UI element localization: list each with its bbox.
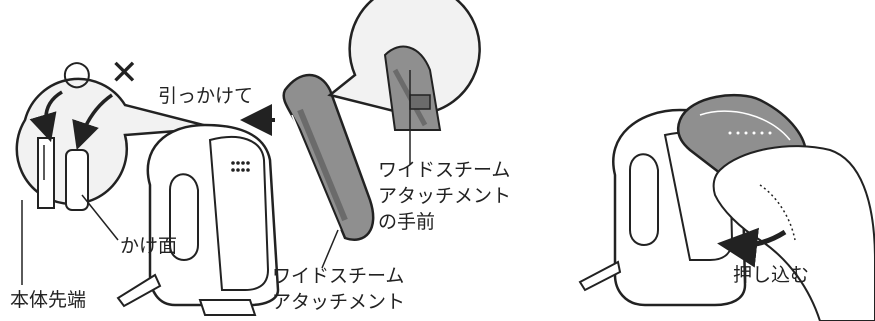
ng-symbol: ✕ <box>110 53 139 93</box>
label-body-tip: 本体先端 <box>10 289 87 311</box>
ok-symbol: ○ <box>62 53 92 93</box>
label-attachment-front-3: の手前 <box>378 211 436 233</box>
label-attachment-front-1: ワイドスチーム <box>378 159 511 181</box>
ok-ng-arrows <box>29 90 114 150</box>
steamer-body-left <box>116 123 280 316</box>
zoom-circle-attachment-front <box>327 0 481 165</box>
label-attachment-2: アタッチメント <box>272 291 406 313</box>
label-attachment-1: ワイドスチーム <box>272 265 405 287</box>
hand <box>712 145 875 321</box>
zoom-circle-body-tip <box>15 77 216 211</box>
push-arrow-icon <box>717 227 787 268</box>
leader-hook-surface <box>81 194 119 241</box>
label-hook-surface: かけ面 <box>120 235 178 257</box>
wide-steam-attachment <box>282 73 375 269</box>
label-hook-on: 引っかけて <box>158 85 254 107</box>
label-push-in: 押し込む <box>733 264 810 286</box>
label-attachment-front-2: アタッチメント <box>378 185 512 207</box>
